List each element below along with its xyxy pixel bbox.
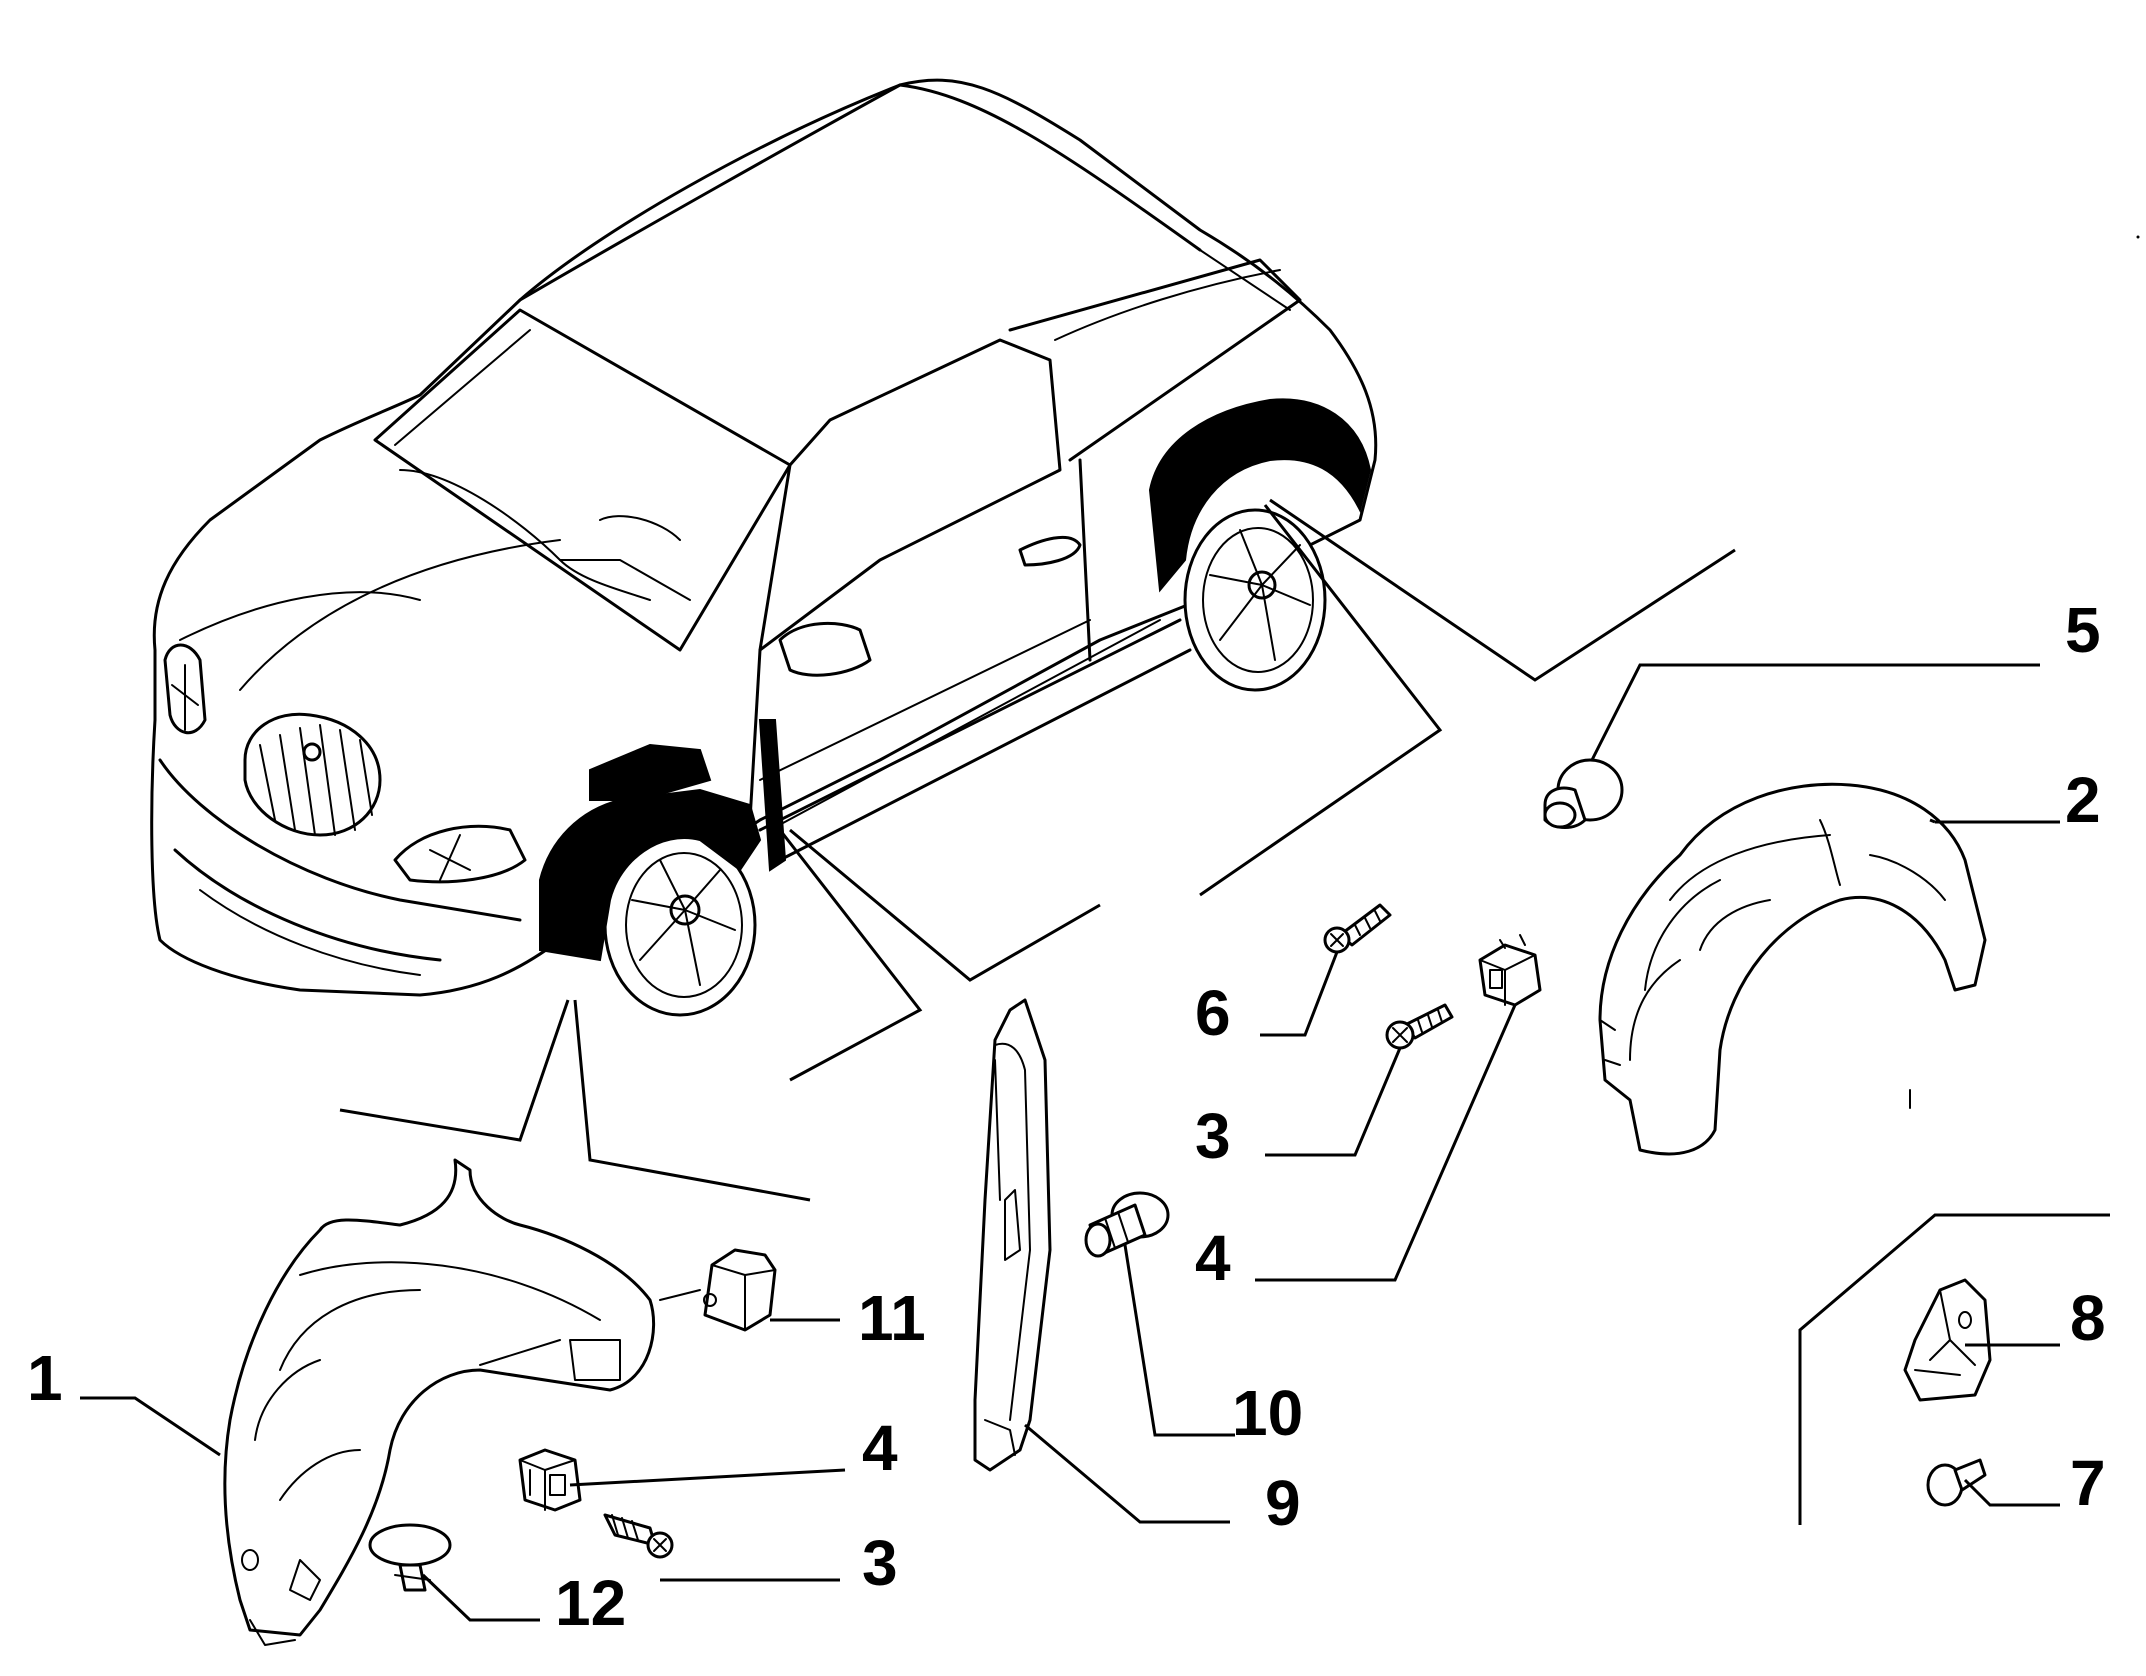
guide-lines: [339, 498, 2110, 1525]
car-illustration: [150, 78, 1378, 1017]
rear-wheelarch-liner-highlight: [1148, 398, 1372, 593]
front-wheelarch-liner-highlight: [539, 788, 762, 962]
part-12-push-rivet: [368, 1523, 452, 1592]
callout-1: 1: [27, 1342, 63, 1414]
callout-10: 10: [1232, 1377, 1303, 1449]
callout-4-left: 4: [862, 1412, 898, 1484]
callout-6: 6: [1195, 977, 1231, 1049]
part-6-screw: [1323, 903, 1392, 954]
part-3-screw-right: [1385, 1003, 1454, 1050]
callout-2: 2: [2065, 764, 2101, 836]
part-5-cap: [1543, 758, 1624, 829]
part-4-clip-nut-left: [518, 1448, 582, 1512]
callout-9: 9: [1265, 1467, 1301, 1539]
callout-5: 5: [2065, 594, 2101, 666]
callout-3-right: 3: [1195, 1100, 1231, 1172]
part-1-front-wheelarch-liner: [223, 1158, 656, 1646]
part-4-clip-nut-right: [1478, 934, 1542, 1007]
callout-8: 8: [2070, 1282, 2106, 1354]
part-7-push-pin: [1926, 1458, 1987, 1507]
callout-12: 12: [555, 1567, 626, 1639]
part-8-bracket: [1903, 1278, 1992, 1402]
stray-dot: [2136, 235, 2140, 239]
part-10-grommet: [1084, 1191, 1170, 1258]
callout-3-left: 3: [862, 1527, 898, 1599]
part-9-trim-strip: [973, 998, 1052, 1472]
callout-labels: 1 2 3 3 4 4 5 6 7 8 9 10 11 12: [27, 594, 2106, 1639]
part-3-screw-left: [603, 1513, 674, 1559]
rear-wheel: [1183, 508, 1327, 692]
leader-lines: [80, 663, 2060, 1622]
callout-7: 7: [2070, 1447, 2106, 1519]
part-11-clip: [659, 1248, 777, 1332]
callout-11: 11: [858, 1282, 926, 1354]
part-2-rear-wheelarch-liner: [1598, 782, 1987, 1156]
callout-4-right: 4: [1195, 1222, 1231, 1294]
